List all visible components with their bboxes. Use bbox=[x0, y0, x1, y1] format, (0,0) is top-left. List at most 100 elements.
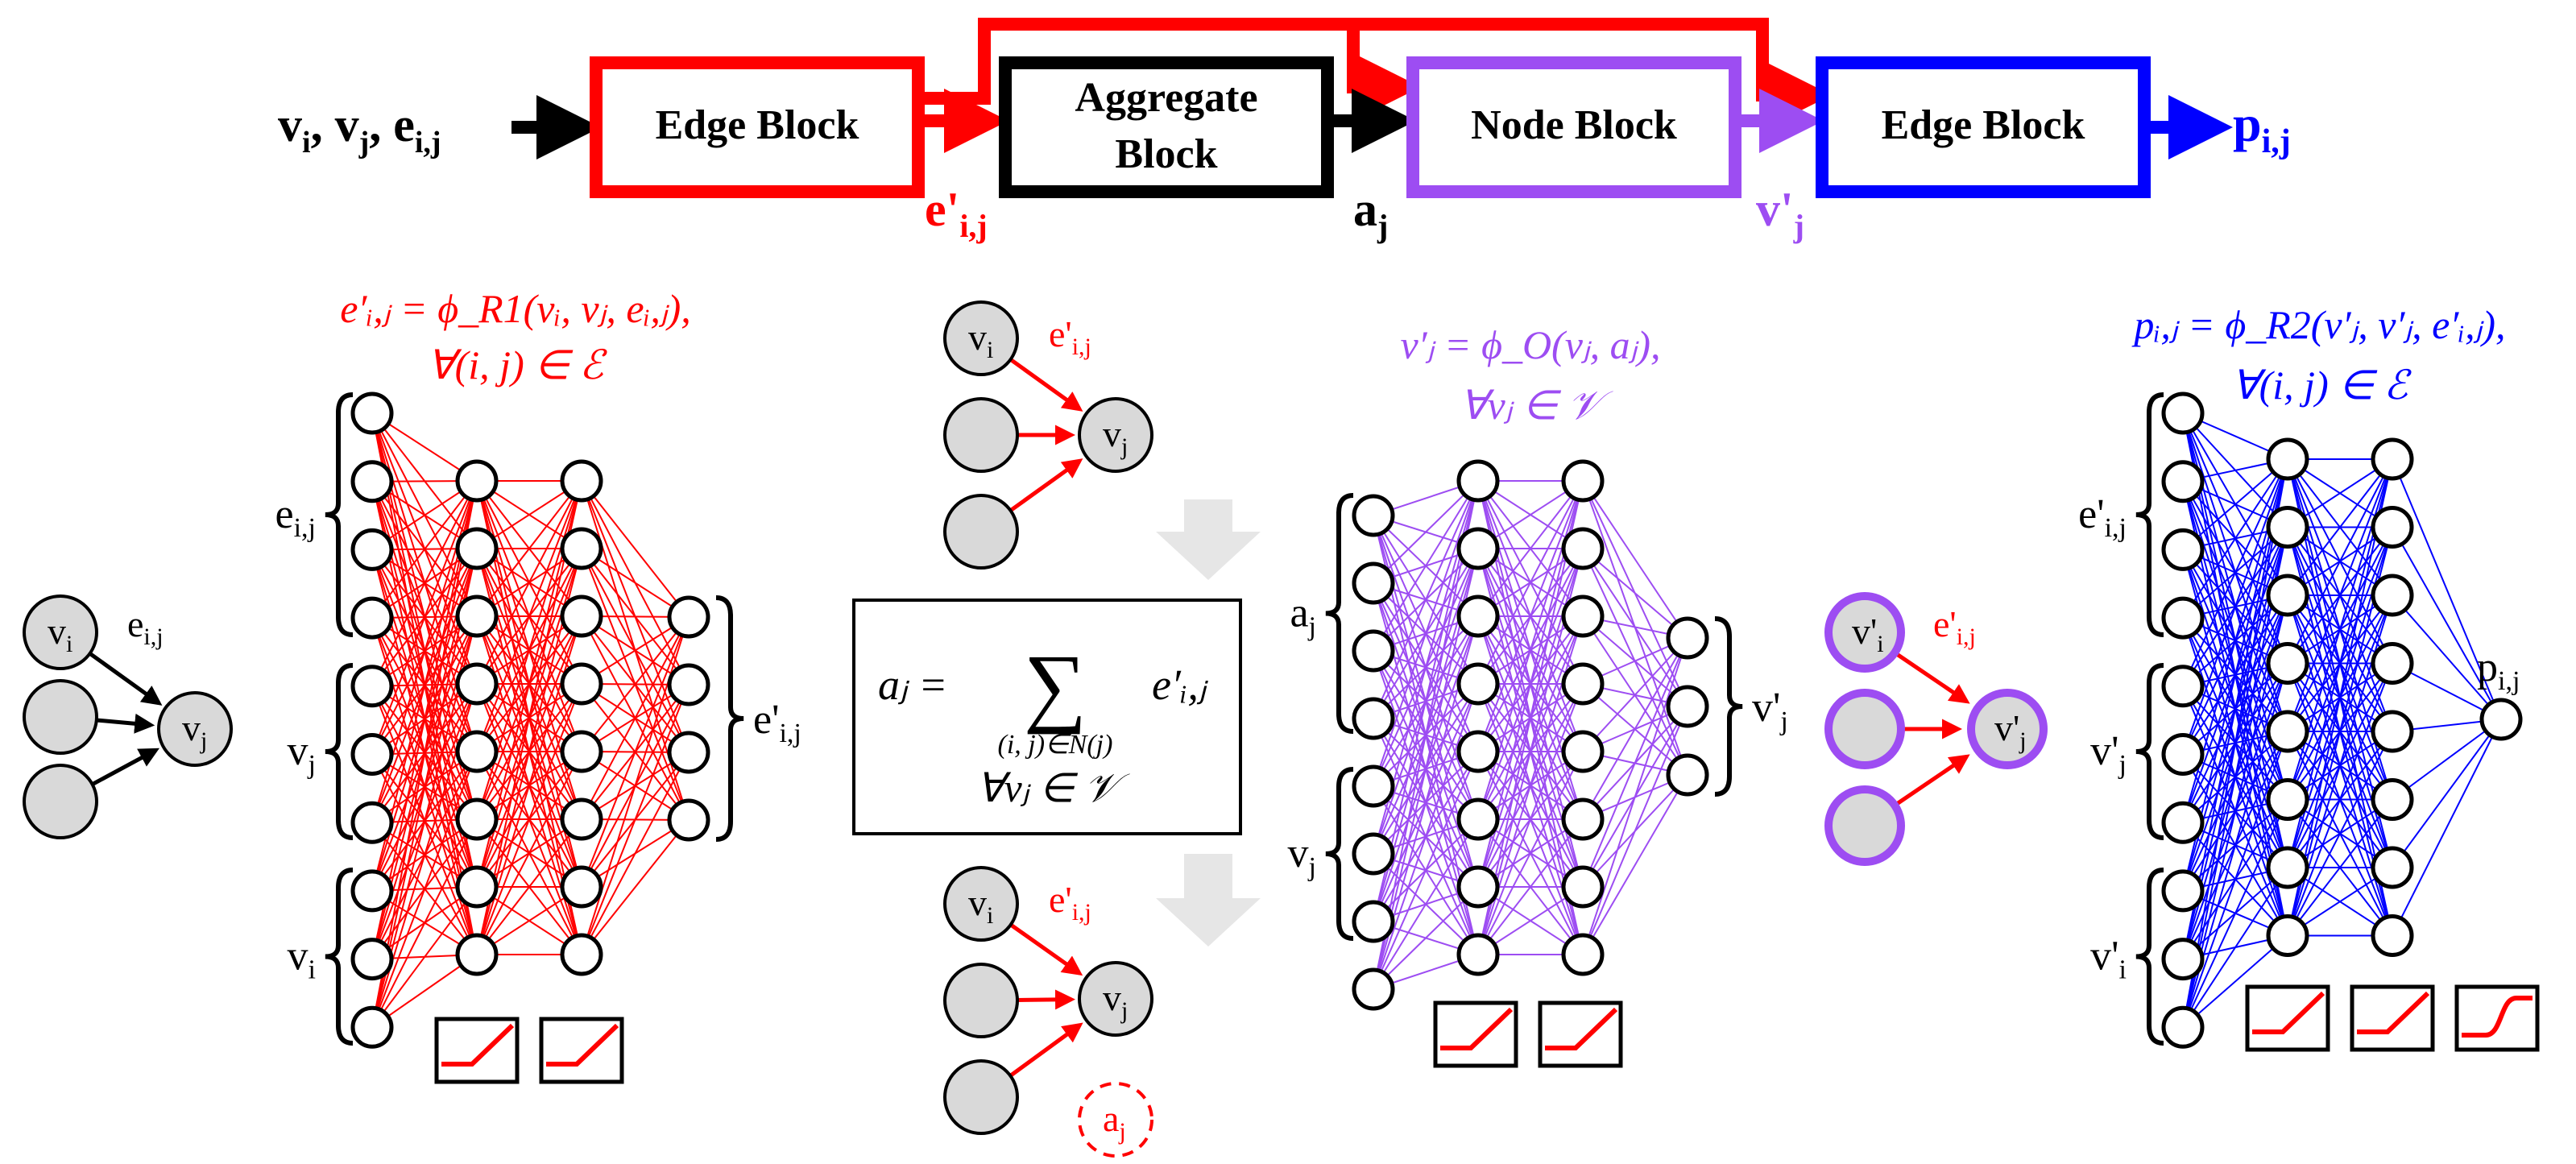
network-connection bbox=[1582, 548, 1688, 639]
graph-g4: v'iv'je'i,j bbox=[1824, 592, 2048, 866]
edge-block-2 bbox=[1816, 56, 2151, 198]
aggregation-formula-box bbox=[852, 599, 1242, 835]
network-connection bbox=[2182, 458, 2288, 619]
neuron bbox=[1666, 753, 1709, 797]
network-connections bbox=[371, 412, 690, 1029]
neuron bbox=[560, 865, 603, 909]
neuron bbox=[1456, 933, 1500, 976]
neuron bbox=[455, 527, 499, 570]
network-input-label: ei,j bbox=[275, 491, 317, 543]
graph-node-i-label: vi bbox=[48, 611, 72, 657]
neuron bbox=[2161, 801, 2205, 844]
agg-under: (i, j)∈N(j) bbox=[998, 730, 1113, 760]
neuron bbox=[2371, 914, 2414, 957]
neuron bbox=[2266, 914, 2309, 957]
graph-edge-arrow bbox=[1893, 651, 1970, 704]
network-connection bbox=[581, 819, 690, 955]
graph-node-i bbox=[23, 594, 98, 670]
neuron bbox=[2266, 506, 2309, 549]
graph-node bbox=[943, 494, 1019, 570]
network-connection bbox=[581, 616, 690, 888]
network-connection bbox=[2182, 458, 2288, 687]
graph-edge-arrow bbox=[1893, 754, 1970, 807]
graph-node bbox=[1824, 785, 1905, 866]
relu-activation-icon bbox=[1433, 1000, 1518, 1068]
network-connection bbox=[2182, 867, 2288, 1028]
neuron bbox=[1561, 594, 1605, 638]
neuron bbox=[2161, 665, 2205, 708]
relu-activation-icon bbox=[434, 1017, 520, 1084]
network-connection bbox=[371, 480, 478, 755]
graph-edge-arrow bbox=[1009, 458, 1083, 512]
graph-node-j bbox=[1078, 961, 1153, 1037]
edge2-equation-line2: ∀(i, j) ∈ ℰ bbox=[2231, 362, 2412, 408]
agg-lhs: aⱼ = bbox=[878, 661, 947, 709]
network-connection bbox=[2287, 458, 2393, 596]
graph-node-i-label: v'i bbox=[1852, 611, 1884, 657]
network-connection bbox=[581, 616, 690, 752]
neuron bbox=[1561, 662, 1605, 706]
neuron bbox=[350, 596, 394, 640]
network-connection bbox=[581, 616, 690, 955]
network-connection bbox=[2392, 594, 2502, 720]
neuron bbox=[2161, 733, 2205, 776]
network-connection bbox=[2392, 719, 2502, 801]
network-connection bbox=[581, 684, 690, 955]
network-connection bbox=[2392, 527, 2502, 720]
network-connection bbox=[581, 616, 690, 820]
network-connection bbox=[2182, 458, 2288, 551]
neuron bbox=[1352, 697, 1395, 740]
output-v-label: v'j bbox=[1756, 183, 1804, 244]
network-output-label: pi,j bbox=[2477, 644, 2520, 696]
network-connection bbox=[476, 480, 582, 685]
down-arrow-2 bbox=[1156, 854, 1261, 947]
relu-activation-icon bbox=[2245, 984, 2330, 1052]
graph-agg-label: aj bbox=[1103, 1098, 1126, 1145]
neuron bbox=[560, 594, 603, 638]
network-connection bbox=[476, 818, 582, 955]
graph-node bbox=[943, 1059, 1019, 1135]
graph-node-i bbox=[1824, 592, 1905, 673]
network-connection bbox=[1582, 637, 1688, 752]
aggregate-block-label-2: Block bbox=[1115, 131, 1217, 177]
network-connection bbox=[1373, 480, 1479, 584]
network-output-label: v'j bbox=[1752, 685, 1788, 736]
neuron bbox=[2371, 846, 2414, 889]
network-connection bbox=[476, 683, 582, 955]
neuron bbox=[1456, 459, 1500, 503]
neuron bbox=[2371, 710, 2414, 753]
network-connection bbox=[476, 480, 582, 752]
network-connection bbox=[1477, 818, 1584, 955]
neuron bbox=[2161, 596, 2205, 640]
graph-edge-label: e'i,j bbox=[1049, 879, 1091, 926]
neuron bbox=[560, 662, 603, 706]
network-connection bbox=[581, 752, 690, 955]
network-connection bbox=[371, 480, 478, 1028]
neuron bbox=[1561, 730, 1605, 773]
neuron bbox=[455, 594, 499, 638]
neuron bbox=[455, 459, 499, 503]
graph-node-j-label: vj bbox=[1103, 413, 1128, 460]
edge2-equation-line1: pᵢ,ⱼ = ϕ_R2(v′ⱼ, v′ⱼ, e′ᵢ,ⱼ), bbox=[2131, 302, 2505, 347]
network-connection bbox=[2287, 798, 2393, 937]
relu-curve bbox=[2252, 991, 2325, 1034]
network-connection bbox=[2392, 719, 2502, 936]
aggregate-block-label-1: Aggregate bbox=[1075, 75, 1257, 121]
neuron bbox=[1561, 865, 1605, 909]
neuron bbox=[2266, 846, 2309, 889]
input-brace bbox=[325, 868, 354, 1046]
network-connection bbox=[1477, 480, 1584, 685]
neuron bbox=[2161, 938, 2205, 981]
neuron bbox=[2371, 574, 2414, 617]
neuron bbox=[2266, 778, 2309, 821]
network-connection bbox=[1373, 886, 1479, 990]
neuron bbox=[1456, 730, 1500, 773]
neuron bbox=[1561, 459, 1605, 503]
graph-node-j-label: vj bbox=[182, 707, 207, 754]
network-connection bbox=[1373, 480, 1479, 990]
network-connection bbox=[371, 480, 478, 687]
network-connections bbox=[1373, 480, 1688, 990]
agg-term: e′ᵢ,ⱼ bbox=[1152, 661, 1209, 709]
